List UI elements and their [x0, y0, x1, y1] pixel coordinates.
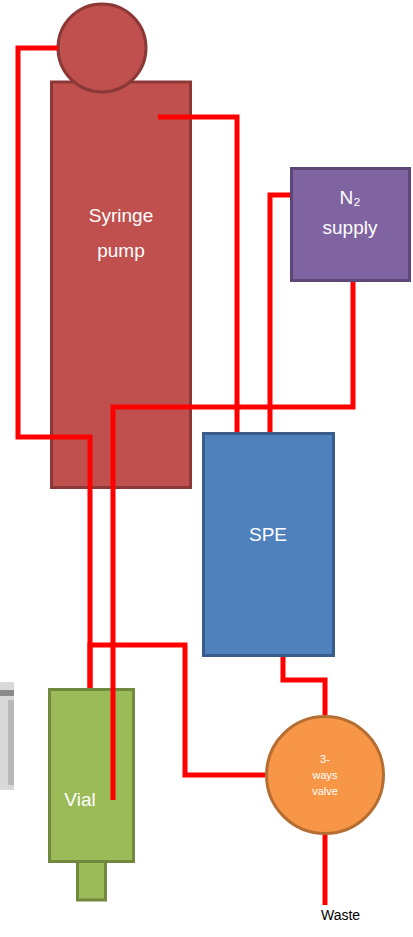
- node-label: Syringe pump: [73, 198, 169, 268]
- supply-box: N₂ supply: [290, 167, 411, 282]
- pump-head: [58, 4, 146, 92]
- node-label: Vial: [52, 788, 108, 812]
- tube-connector: [158, 117, 237, 432]
- pump-box: Syringe pump: [50, 2, 192, 489]
- valve-shape: [267, 717, 384, 834]
- box-shape: [292, 169, 410, 281]
- node-label: 3- ways valve: [307, 751, 343, 799]
- tube-connector: [113, 282, 353, 800]
- pump-body: [52, 82, 191, 488]
- photo-fragment-strip: [0, 690, 14, 696]
- vial-box: Vial: [48, 688, 135, 863]
- tube-connector: [90, 645, 265, 775]
- photo-fragment: [0, 682, 14, 790]
- box-shape: [50, 690, 134, 862]
- node-label: SPE: [208, 523, 328, 547]
- tube-connector: [270, 195, 290, 432]
- outlet-label: Waste: [321, 907, 360, 923]
- node-outline: [48, 688, 135, 863]
- node-label: N₂ supply: [315, 183, 385, 243]
- box-shape: [204, 434, 334, 656]
- tube-connector: [18, 48, 90, 688]
- valve-circle: 3- ways valve: [265, 715, 385, 835]
- spe-box: SPE: [202, 432, 335, 657]
- waste-line: [323, 832, 328, 905]
- photo-fragment-edge: [8, 700, 14, 785]
- tube-connector: [283, 657, 325, 715]
- vial-tab: [78, 860, 106, 900]
